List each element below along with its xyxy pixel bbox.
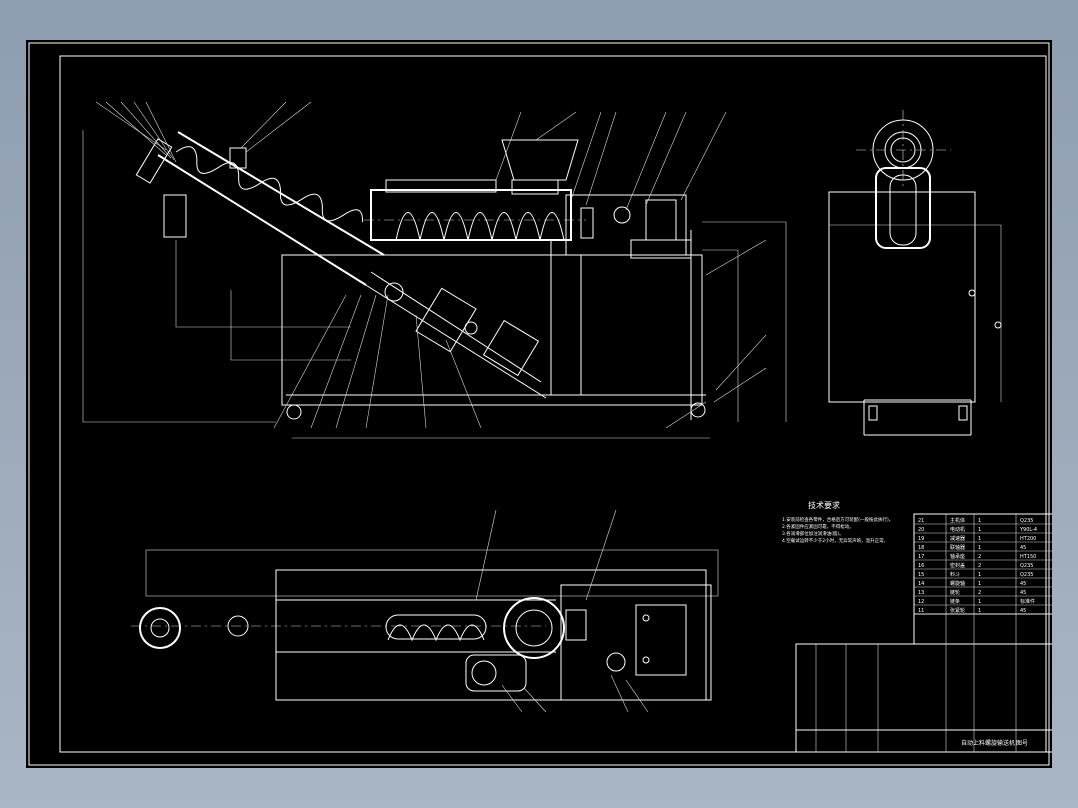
table-cell: 2 [978,554,981,560]
table-cell: Q235 [1020,563,1033,569]
table-cell: 电动机 [950,526,965,533]
table-cell: Q235 [1020,572,1033,578]
cad-drawing: 技术要求 1.安装前检查各零件，合格后方可装配(一般按此执行)。 2.各紧固件应… [28,42,1052,766]
table-cell: 14 [918,581,924,587]
table-cell: 45 [1020,608,1026,614]
table-cell: Q235 [1020,518,1033,524]
note-line: 2.各紧固件应紧固可靠，不得松动。 [782,523,854,530]
table-cell: 张紧轮 [950,607,965,614]
technical-notes: 技术要求 1.安装前检查各零件，合格后方可装配(一般按此执行)。 2.各紧固件应… [782,500,893,544]
inner-border [59,55,1047,753]
table-cell: 密封盖 [950,562,965,569]
table-cell: 20 [918,527,924,533]
table-cell: HT150 [1020,554,1036,560]
table-cell: 减速器 [950,535,965,542]
side-view [828,110,1002,436]
table-cell: 2 [978,590,981,596]
table-cell: 18 [918,545,924,551]
table-cell: 1 [978,518,981,524]
table-cell: 45 [1020,545,1026,551]
table-cell: 链条 [950,598,960,605]
drawing-sheet: 技术要求 1.安装前检查各零件，合格后方可装配(一般按此执行)。 2.各紧固件应… [26,40,1052,768]
table-cell: Y90L-4 [1019,527,1037,533]
table-cell: 1 [978,599,981,605]
table-cell: HT200 [1020,536,1036,542]
table-cell: 15 [918,572,924,578]
notes-title: 技术要求 [808,500,840,510]
plan-view [131,509,719,713]
table-cell: 标准件 [1020,598,1035,605]
sheet-label: 图号 [1016,740,1028,747]
table-cell: 21 [918,518,924,524]
table-cell: 1 [978,608,981,614]
table-cell: 链轮 [950,589,960,596]
table-cell: 1 [978,527,981,533]
table-cell: 轴承座 [950,553,965,560]
table-cell: 1 [978,581,981,587]
table-cell: 13 [918,590,924,596]
note-line: 1.安装前检查各零件，合格后方可装配(一般按此执行)。 [782,516,893,523]
table-cell: 11 [918,608,924,614]
table-cell: 2 [978,563,981,569]
table-cell: 料斗 [950,571,960,578]
table-cell: 17 [918,554,924,560]
table-cell: 16 [918,563,924,569]
front-view [82,101,787,439]
table-cell: 45 [1020,581,1026,587]
table-cell: 45 [1020,590,1026,596]
table-cell: 螺旋轴 [950,580,965,587]
table-cell: 19 [918,536,924,542]
outer-border [28,42,1050,766]
table-cell: 联轴器 [950,544,965,551]
table-cell: 12 [918,599,924,605]
note-line: 4.空载试运转不少于2小时，无异常声响，温升正常。 [782,537,888,544]
table-cell: 1 [978,572,981,578]
table-cell: 1 [978,536,981,542]
note-line: 3.各润滑部位加注润滑油(脂)。 [782,530,844,537]
table-cell: 1 [978,545,981,551]
table-cell: 主机体 [950,517,965,524]
drawing-name: 自动上料螺旋输送机 [961,739,1015,747]
